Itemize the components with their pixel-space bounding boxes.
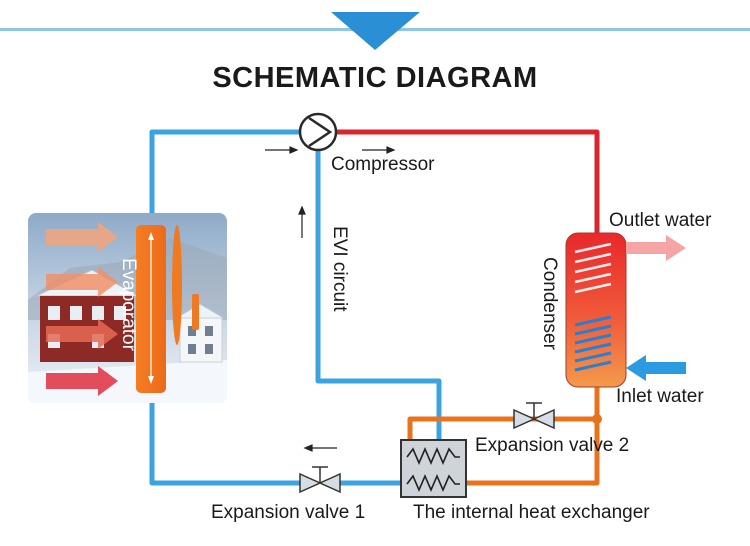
outlet-water-arrow <box>626 235 686 261</box>
internal-heat-exchanger-label: The internal heat exchanger <box>413 502 650 523</box>
inlet-water-arrow <box>626 355 686 381</box>
compressor-label: Compressor <box>331 154 435 175</box>
cold-pipe-lines <box>149 129 442 486</box>
expansion-valve-2-icon <box>513 402 555 430</box>
outlet-water-label: Outlet water <box>609 210 712 231</box>
diagram-title: SCHEMATIC DIAGRAM <box>212 62 538 94</box>
expansion-valve-2-label: Expansion valve 2 <box>475 435 630 456</box>
evaporator-coil <box>136 225 199 393</box>
pipe-junction <box>592 414 602 424</box>
banner-triangle <box>331 12 420 50</box>
expansion-valve-1-label: Expansion valve 1 <box>211 502 366 523</box>
expansion-valve-1-icon <box>299 466 341 494</box>
internal-heat-exchanger-icon <box>400 439 467 498</box>
condenser-tank <box>565 232 627 388</box>
hot-pipe-lines <box>336 129 600 236</box>
condenser-label: Condenser <box>539 257 560 350</box>
evi-circuit-label: EVI circuit <box>329 226 350 312</box>
flow-arrows <box>265 146 396 452</box>
air-flow-arrows <box>46 222 118 396</box>
compressor-icon <box>298 112 338 152</box>
evaporator-label: Evaporator <box>118 258 139 351</box>
inlet-water-label: Inlet water <box>616 386 704 407</box>
